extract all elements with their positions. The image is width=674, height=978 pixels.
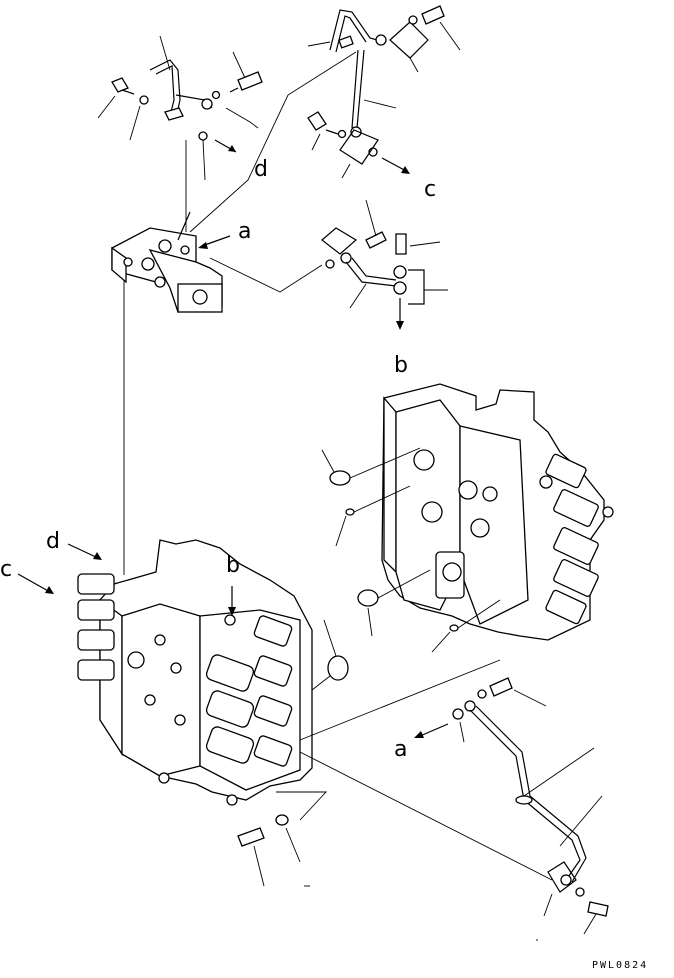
label-c-mid: c: [0, 557, 12, 582]
middle-tube-assembly: [321, 199, 448, 330]
upper-right-tube-assembly: [189, 5, 461, 233]
label-b-top: b: [394, 353, 408, 378]
label-a-top: a: [238, 219, 251, 244]
label-a-bottom: a: [394, 737, 407, 762]
right-valve-body: [321, 383, 614, 653]
label-d-top: d: [254, 157, 268, 182]
main-control-valve: [17, 539, 553, 887]
label-b-mid: b: [226, 553, 240, 578]
lower-right-tube-assembly: [414, 677, 609, 941]
label-d-mid: d: [46, 529, 60, 554]
small-valve-block: [111, 140, 323, 575]
figure-code: PWL0824: [592, 960, 648, 971]
upper-left-tube-assembly: [97, 35, 263, 181]
label-c-top: c: [424, 177, 436, 202]
